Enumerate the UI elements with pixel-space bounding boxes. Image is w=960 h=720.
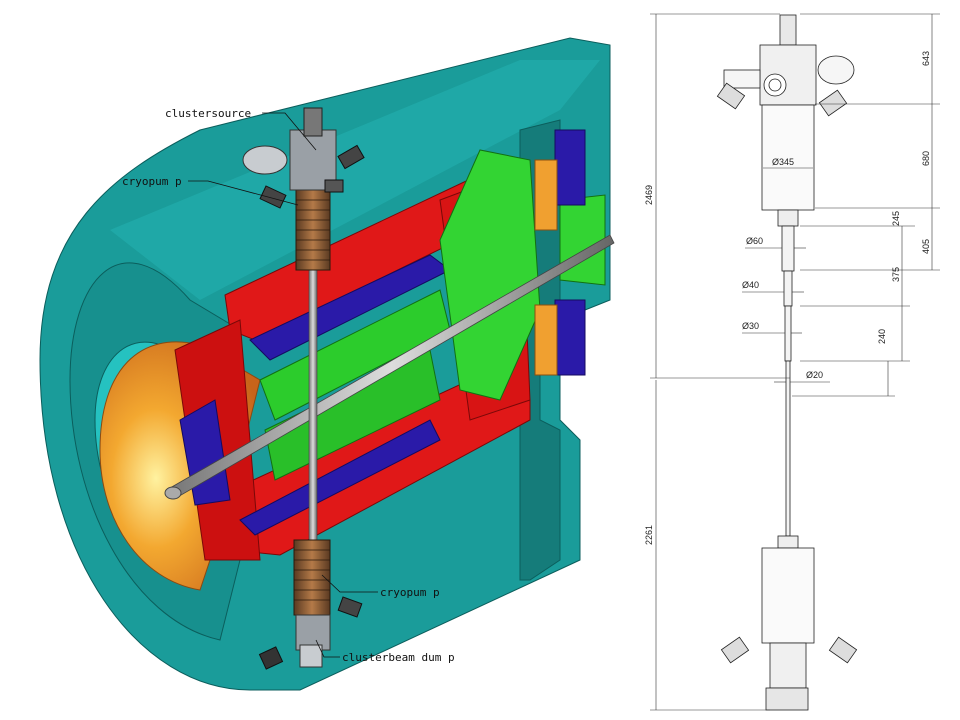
dim-245: 245 (891, 211, 901, 226)
drawing-side-flange-right (817, 55, 855, 85)
dim-405: 405 (921, 239, 931, 254)
cryopump-bottom-windings (294, 549, 330, 601)
technical-drawing (650, 13, 940, 711)
dim-680: 680 (921, 151, 931, 166)
drawing-pipe-60 (781, 225, 795, 272)
dim-dia20: Ø20 (806, 370, 823, 380)
cryopump-top-windings (296, 199, 330, 261)
drawing-side-port-left (723, 69, 761, 89)
target-pipe (308, 249, 318, 551)
drawing-source-head (759, 44, 817, 106)
clusterbeam-dump-assembly (258, 596, 363, 670)
yoke-top-face (110, 60, 600, 300)
label-clustersource: clustersource (165, 107, 251, 120)
blue-side-coil-bottom (554, 299, 586, 376)
dimension-lines (650, 13, 940, 711)
beam-pipe-end (164, 486, 182, 500)
dim-dia345: Ø345 (772, 157, 794, 167)
green-pole-right (559, 194, 606, 286)
drawing-lower-flange (777, 535, 799, 549)
drawing-lower-right-valve (828, 636, 858, 664)
label-clusterbeam-dump: clusterbeam dum p (342, 651, 455, 664)
drawing-pipe-20 (785, 360, 791, 537)
drawing-viewport (763, 73, 787, 97)
drawing-upper-flange (777, 209, 799, 227)
drawing-source-stem (779, 14, 797, 46)
label-cryopump-bottom: cryopum p (380, 586, 440, 599)
clustersource-assembly (242, 107, 365, 209)
dim-dia60: Ø60 (746, 236, 763, 246)
drawing-dump-base (765, 687, 809, 711)
magnet-cutaway: clustersource cryopum p cryopum p cluste… (39, 37, 615, 691)
dim-643: 643 (921, 51, 931, 66)
dim-total-height: 2469 (644, 185, 654, 205)
drawing-pipe-30 (784, 305, 792, 362)
drawing-lower-body (761, 547, 815, 644)
drawing-pipe-40 (783, 270, 793, 307)
dim-240: 240 (877, 329, 887, 344)
dim-dia30: Ø30 (742, 321, 759, 331)
dim-lower-height: 2261 (644, 525, 654, 545)
orange-side-coil-top (534, 159, 558, 231)
blue-side-coil-top (554, 129, 586, 206)
drawing-left-valve (716, 82, 746, 110)
cryopump-bottom-body (293, 539, 331, 616)
dimension-texts: 2469 2261 643 680 245 405 375 240 Ø345 Ø… (644, 51, 931, 545)
label-cryopump-top: cryopum p (122, 175, 182, 188)
orange-side-coil-bottom (534, 304, 558, 376)
dim-dia40: Ø40 (742, 280, 759, 290)
drawing-viewport-inner (768, 78, 782, 92)
drawing-right-valve (818, 89, 848, 117)
dim-375: 375 (891, 267, 901, 282)
drawing-lower-left-valve (720, 636, 750, 664)
drawing-dump-stack (769, 642, 807, 689)
blue-coil-lower (239, 419, 441, 536)
callout-leaders (188, 112, 378, 658)
drawing-upper-body (761, 104, 815, 211)
